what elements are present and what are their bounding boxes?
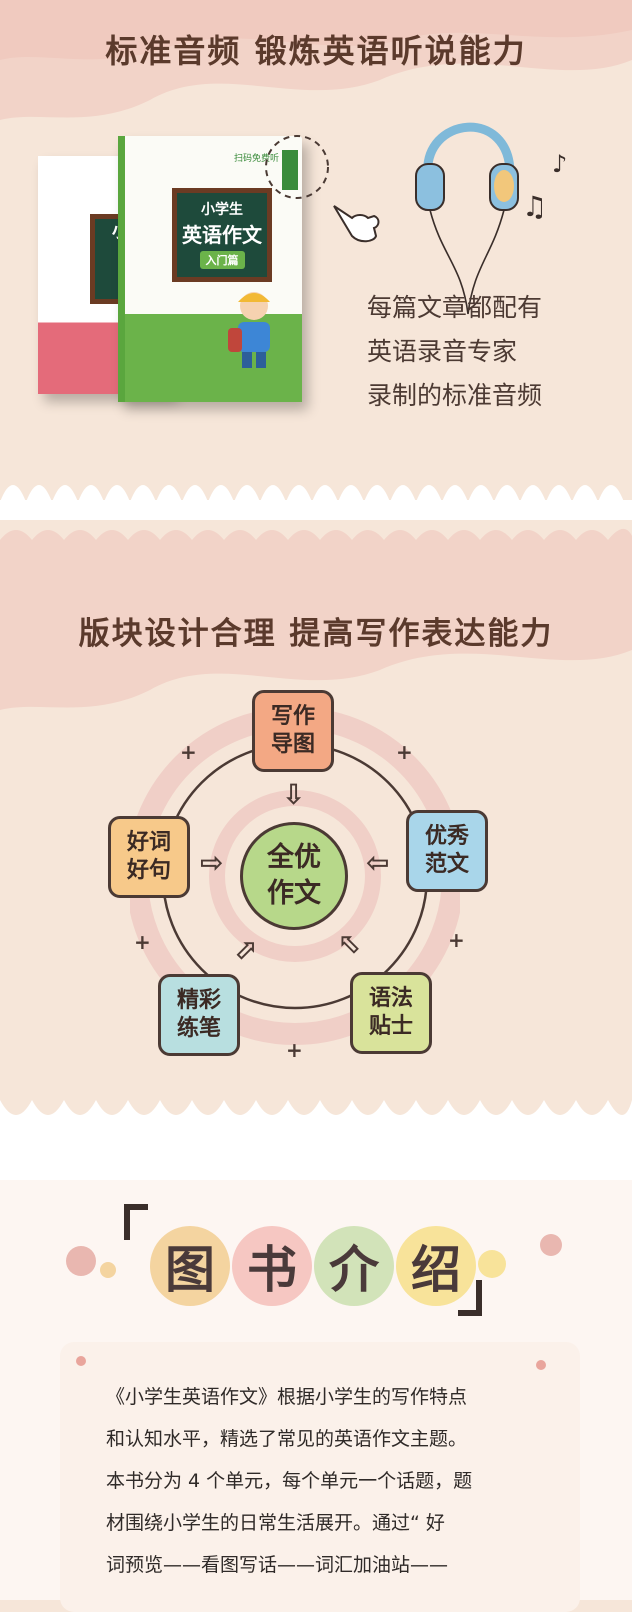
pointing-hand-icon <box>333 205 380 243</box>
book-front-title-2: 英语作文 <box>182 223 262 247</box>
audio-heading: 标准音频 锻炼英语听说能力 <box>105 32 527 70</box>
node-writing-map: 写作导图 <box>252 690 334 772</box>
arrow-right-icon: ⇨ <box>200 846 224 879</box>
decor-dot <box>478 1250 506 1278</box>
intro-title-char-3: 介 <box>314 1226 394 1306</box>
intro-line-2: 和认知水平，精选了常见的英语作文主题。 <box>106 1428 468 1450</box>
decor-dot <box>540 1234 562 1256</box>
intro-text-box <box>60 1342 580 1612</box>
qr-code-icon <box>282 150 298 190</box>
audio-section: 标准音频 锻炼英语听说能力 小学 小学生 英语作文 入门篇 扫码免费听 <box>0 0 632 502</box>
plus-sign: + <box>134 930 151 954</box>
intro-title-char-2: 书 <box>232 1226 312 1306</box>
audio-description: 每篇文章都配有 英语录音专家 录制的标准音频 <box>367 286 542 418</box>
scallop-divider-1 <box>0 485 632 502</box>
book-front-board: 小学生 英语作文 入门篇 <box>172 188 272 282</box>
audio-section-background <box>0 0 632 120</box>
cartoon-student-icon <box>228 292 270 368</box>
node-practice: 精彩练笔 <box>158 974 240 1056</box>
box-corner-dot <box>536 1360 546 1370</box>
book-cover-front: 小学生 英语作文 入门篇 扫码免费听 <box>118 136 302 402</box>
intro-line-3: 本书分为 4 个单元，每个单元一个话题，题 <box>106 1470 473 1492</box>
audio-description-line-2: 英语录音专家 <box>367 337 518 366</box>
book-front-title-1: 小学生 <box>201 202 243 218</box>
qr-caption: 扫码免费听 <box>234 154 280 164</box>
intro-text: 《小学生英语作文》根据小学生的写作特点 和认知水平，精选了常见的英语作文主题。 … <box>106 1376 536 1586</box>
audio-description-line-3: 录制的标准音频 <box>367 381 543 410</box>
headphones-icon <box>415 122 519 315</box>
audio-description-line-1: 每篇文章都配有 <box>367 293 543 322</box>
plus-sign: + <box>286 1038 303 1062</box>
node-good-phrases: 好词好句 <box>108 816 190 898</box>
decor-dot <box>66 1246 96 1276</box>
node-grammar-tips: 语法贴士 <box>350 972 432 1054</box>
box-corner-dot <box>76 1356 86 1366</box>
intro-line-1: 《小学生英语作文》根据小学生的写作特点 <box>106 1386 468 1408</box>
center-node: 全优作文 <box>240 822 348 930</box>
qr-highlight-circle <box>265 135 329 199</box>
intro-line-4: 材围绕小学生的日常生活展开。通过“ 好 <box>106 1512 445 1534</box>
intro-title-char-4: 绍 <box>396 1226 476 1306</box>
music-note-icon: ♪ <box>552 150 568 178</box>
decor-dot <box>100 1262 116 1278</box>
intro-line-5: 词预览——看图写话——词汇加油站—— <box>106 1554 449 1576</box>
plus-sign: + <box>448 928 465 952</box>
layout-heading: 版块设计合理 提高写作表达能力 <box>78 616 554 652</box>
arrow-down-icon: ⇩ <box>282 778 306 811</box>
arrow-left-icon: ⇦ <box>366 846 390 879</box>
plus-sign: + <box>396 740 413 764</box>
music-notes-icon: ♫ <box>522 190 548 223</box>
layout-section-background <box>0 528 632 1140</box>
title-bracket-left <box>124 1204 148 1240</box>
plus-sign: + <box>180 740 197 764</box>
title-bracket-right <box>458 1280 482 1316</box>
book-front-badge: 入门篇 <box>199 251 245 269</box>
node-model-essay: 优秀范文 <box>406 810 488 892</box>
intro-title-char-1: 图 <box>150 1226 230 1306</box>
section-gap-2 <box>0 1140 632 1180</box>
